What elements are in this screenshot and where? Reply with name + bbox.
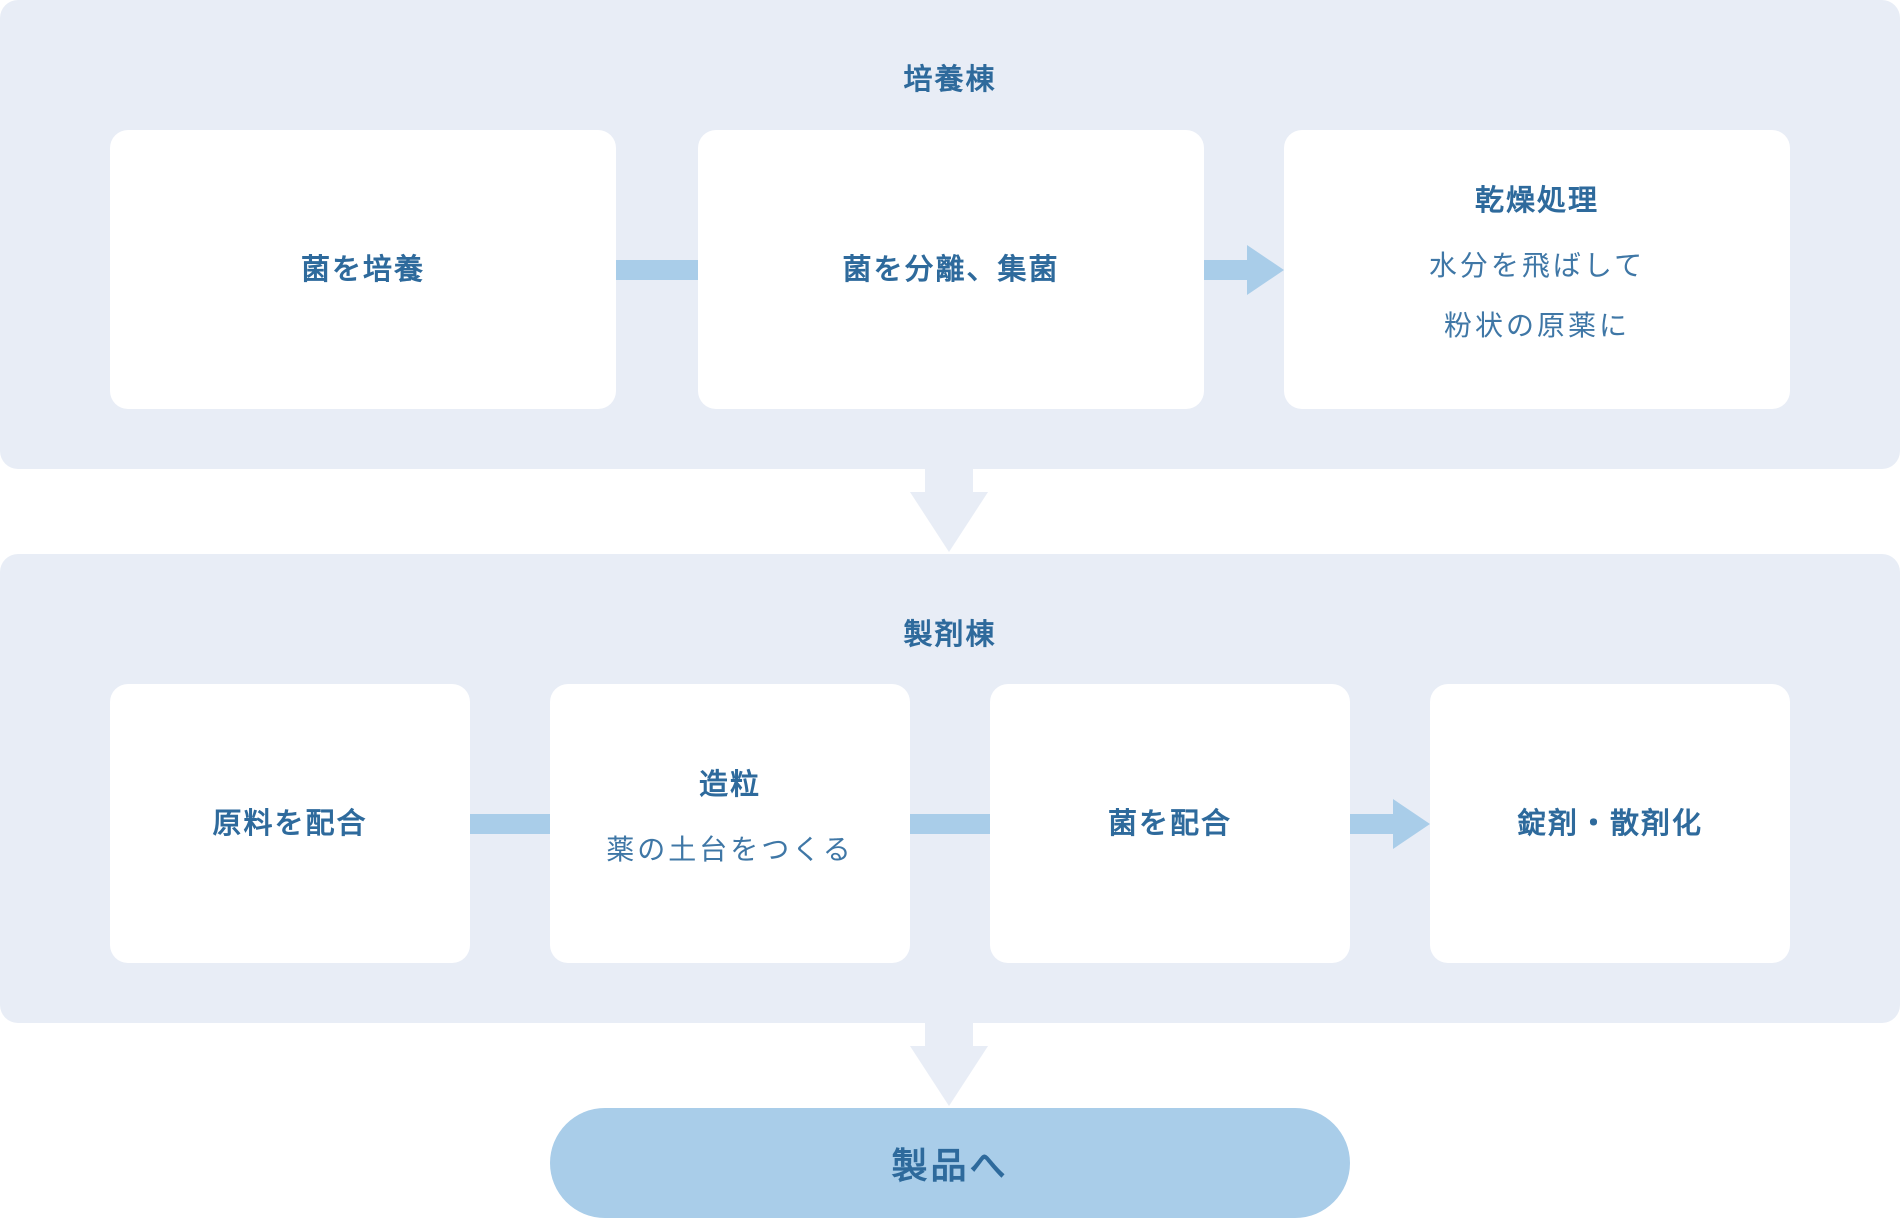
arrow-right-icon bbox=[1247, 245, 1284, 295]
step-tablet-powder: 錠剤・散剤化 bbox=[1430, 684, 1790, 963]
step-note: 水分を飛ばして bbox=[1428, 248, 1646, 282]
formulation-building-title: 製剤棟 bbox=[903, 617, 997, 651]
step-label: 菌を分離、集菌 bbox=[842, 252, 1060, 287]
connector-line bbox=[616, 260, 698, 280]
step-add-bacteria: 菌を配合 bbox=[990, 684, 1350, 963]
step-separate-collect: 菌を分離、集菌 bbox=[698, 130, 1204, 409]
arrow-shaft bbox=[1204, 260, 1250, 280]
down-arrow-icon bbox=[910, 1046, 988, 1106]
down-arrow-icon bbox=[910, 492, 988, 552]
step-label: 原料を配合 bbox=[212, 806, 368, 841]
down-arrow-stem bbox=[925, 1023, 973, 1047]
connector-line bbox=[470, 814, 550, 834]
step-mix-ingredients: 原料を配合 bbox=[110, 684, 470, 963]
step-label: 錠剤・散剤化 bbox=[1516, 806, 1703, 841]
step-label: 乾燥処理 bbox=[1474, 183, 1599, 218]
culture-building-title: 培養棟 bbox=[903, 62, 997, 96]
arrow-shaft bbox=[1350, 814, 1396, 834]
step-label: 菌を培養 bbox=[300, 252, 425, 287]
step-note: 薬の土台をつくる bbox=[606, 832, 854, 866]
step-culture-bacteria: 菌を培養 bbox=[110, 130, 616, 409]
connector-line bbox=[910, 814, 990, 834]
step-drying: 乾燥処理 水分を飛ばして 粉状の原薬に bbox=[1284, 130, 1790, 409]
step-label: 菌を配合 bbox=[1107, 806, 1232, 841]
final-product-pill: 製品へ bbox=[550, 1108, 1350, 1218]
arrow-right-icon bbox=[1393, 799, 1430, 849]
step-label: 造粒 bbox=[698, 767, 761, 802]
step-granulation: 造粒 薬の土台をつくる bbox=[550, 684, 910, 963]
down-arrow-stem bbox=[925, 469, 973, 493]
step-note: 粉状の原薬に bbox=[1443, 308, 1630, 342]
